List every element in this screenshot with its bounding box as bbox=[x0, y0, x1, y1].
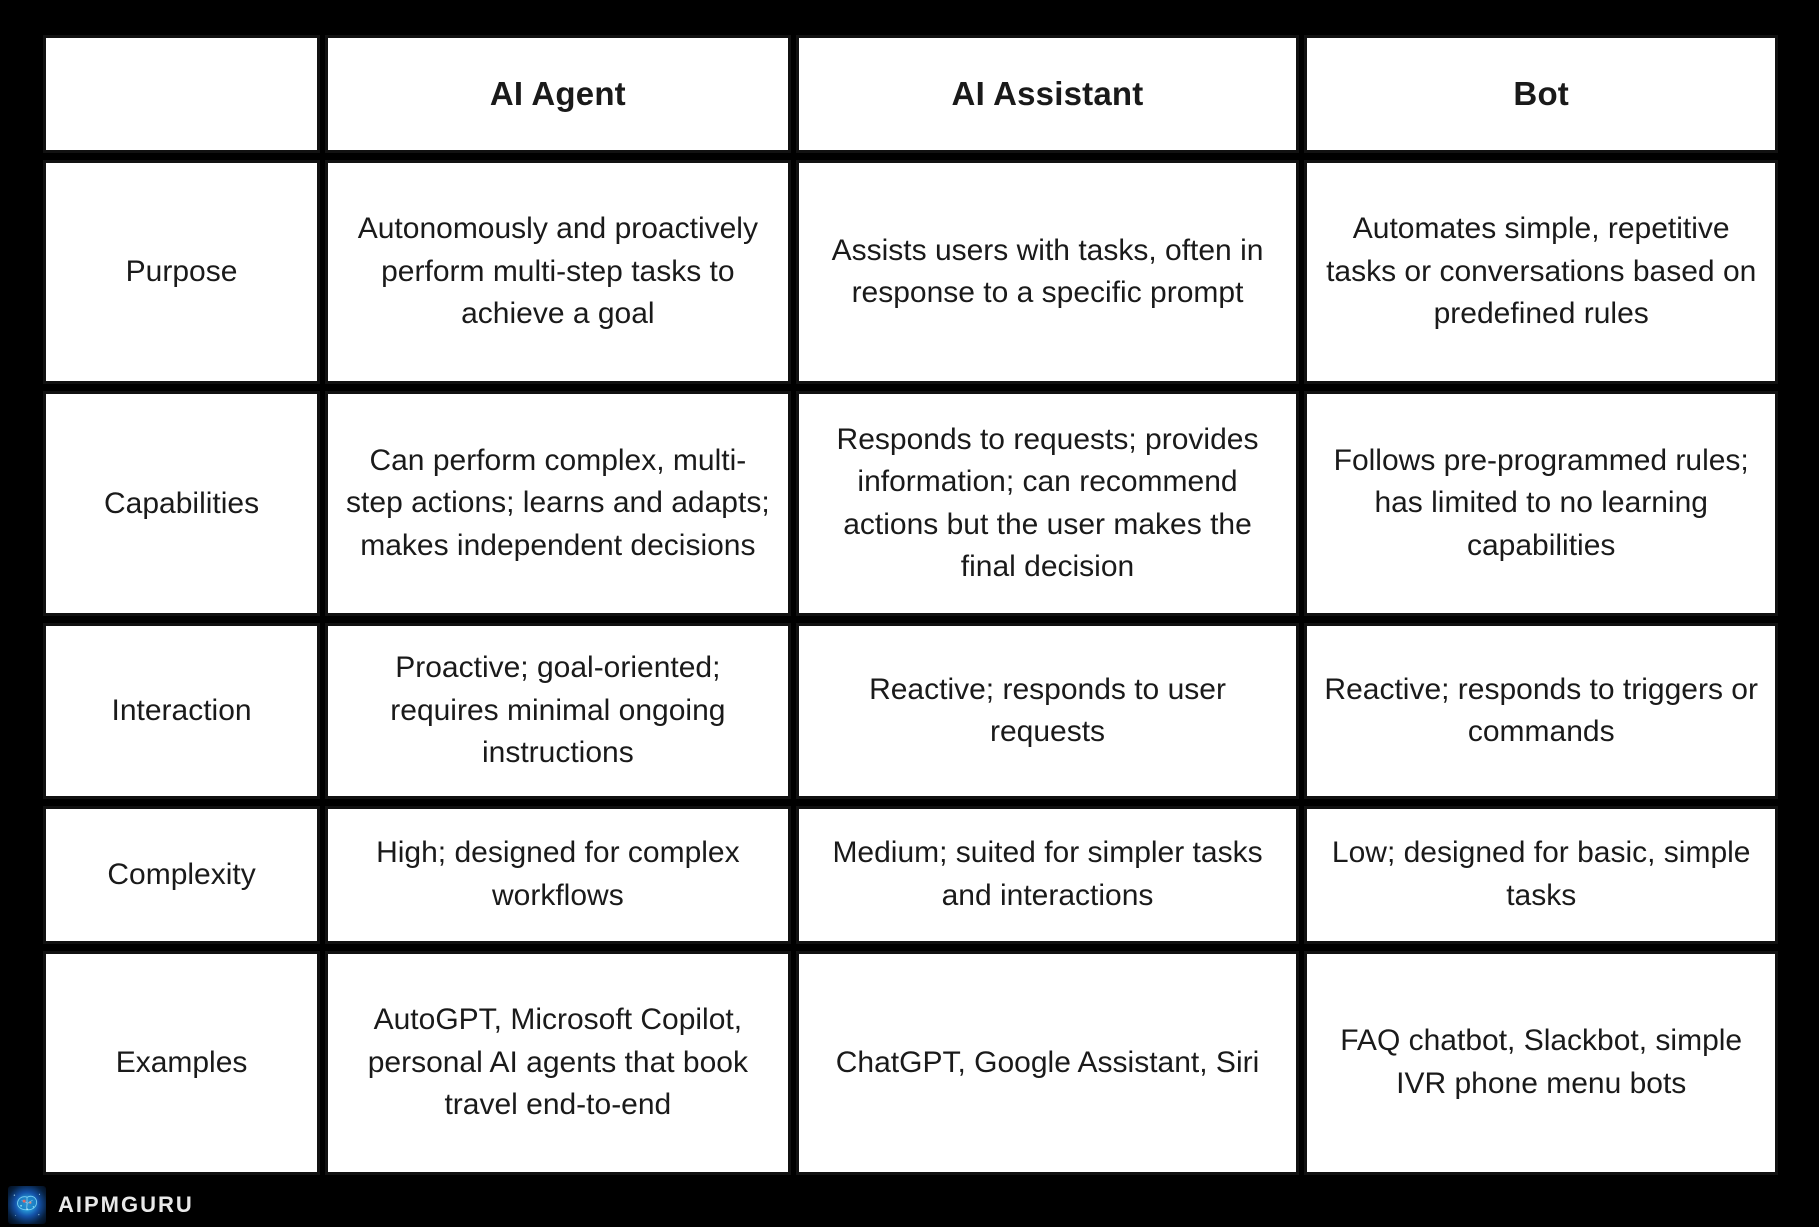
cell-purpose-bot: Automates simple, repetitive tasks or co… bbox=[1304, 160, 1778, 385]
brand-name-label: AIPMGURU bbox=[58, 1191, 194, 1217]
cell-capabilities-assistant: Responds to requests; provides informati… bbox=[795, 391, 1300, 617]
row-label-interaction: Interaction bbox=[43, 623, 321, 800]
row-label-purpose: Purpose bbox=[43, 160, 321, 385]
table-row: Interaction Proactive; goal-oriented; re… bbox=[43, 623, 1778, 800]
cell-interaction-bot: Reactive; responds to triggers or comman… bbox=[1304, 623, 1778, 800]
column-header-bot: Bot bbox=[1304, 35, 1778, 153]
table-row: Complexity High; designed for complex wo… bbox=[43, 806, 1778, 944]
cell-capabilities-bot: Follows pre-programmed rules; has limite… bbox=[1304, 391, 1778, 617]
cell-complexity-assistant: Medium; suited for simpler tasks and int… bbox=[795, 806, 1300, 944]
row-label-examples: Examples bbox=[43, 950, 321, 1175]
cell-examples-bot: FAQ chatbot, Slackbot, simple IVR phone … bbox=[1304, 950, 1778, 1175]
cell-purpose-agent: Autonomously and proactively perform mul… bbox=[325, 160, 791, 385]
table-row: Capabilities Can perform complex, multi-… bbox=[43, 391, 1778, 617]
row-label-capabilities: Capabilities bbox=[43, 391, 321, 617]
header-corner-cell bbox=[43, 35, 321, 153]
comparison-table-container: AI Agent AI Assistant Bot Purpose Autono… bbox=[38, 28, 1783, 1182]
cell-capabilities-agent: Can perform complex, multi-step actions;… bbox=[325, 391, 791, 617]
cell-examples-agent: AutoGPT, Microsoft Copilot, personal AI … bbox=[325, 950, 791, 1175]
column-header-ai-assistant: AI Assistant bbox=[795, 35, 1300, 153]
column-header-ai-agent: AI Agent bbox=[325, 35, 791, 153]
footer-watermark-bar: AIPMGURU bbox=[0, 1182, 1819, 1227]
table-row: Examples AutoGPT, Microsoft Copilot, per… bbox=[43, 950, 1778, 1175]
header-row: AI Agent AI Assistant Bot bbox=[43, 35, 1778, 153]
cell-complexity-agent: High; designed for complex workflows bbox=[325, 806, 791, 944]
cell-interaction-assistant: Reactive; responds to user requests bbox=[795, 623, 1300, 800]
table-header: AI Agent AI Assistant Bot bbox=[43, 35, 1778, 153]
cell-examples-assistant: ChatGPT, Google Assistant, Siri bbox=[795, 950, 1300, 1175]
cell-purpose-assistant: Assists users with tasks, often in respo… bbox=[795, 160, 1300, 385]
cell-interaction-agent: Proactive; goal-oriented; requires minim… bbox=[325, 623, 791, 800]
comparison-table: AI Agent AI Assistant Bot Purpose Autono… bbox=[38, 28, 1783, 1182]
brain-logo-icon bbox=[8, 1185, 46, 1224]
row-label-complexity: Complexity bbox=[43, 806, 321, 944]
cell-complexity-bot: Low; designed for basic, simple tasks bbox=[1304, 806, 1778, 944]
table-body: Purpose Autonomously and proactively per… bbox=[43, 160, 1778, 1175]
table-row: Purpose Autonomously and proactively per… bbox=[43, 160, 1778, 385]
